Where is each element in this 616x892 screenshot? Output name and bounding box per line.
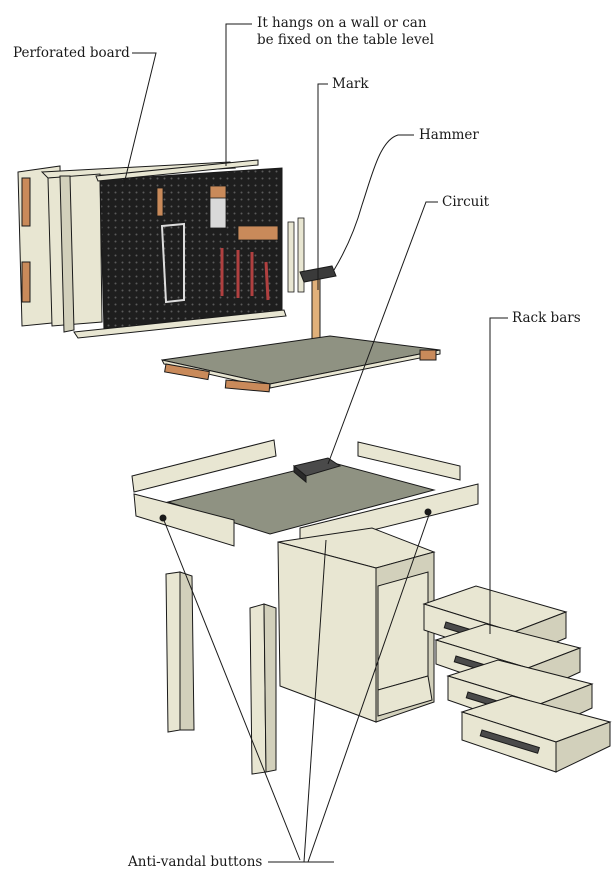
clamp-2 bbox=[297, 217, 305, 293]
hacksaw-frame bbox=[160, 222, 185, 304]
wood-block-2 bbox=[21, 261, 31, 303]
saw-handle bbox=[209, 185, 227, 199]
cabinet bbox=[277, 527, 436, 723]
leg-left bbox=[165, 571, 181, 733]
label-circuit: Circuit bbox=[442, 194, 490, 210]
label-mark: Mark bbox=[332, 76, 369, 92]
leg-mid bbox=[249, 603, 267, 775]
leader-button-2 bbox=[303, 539, 327, 863]
tools-on-board bbox=[156, 185, 305, 304]
leader-button-3 bbox=[307, 511, 431, 863]
back-panel-2 bbox=[40, 161, 237, 179]
cabinet-front bbox=[277, 541, 377, 723]
chisel-handle bbox=[156, 187, 164, 217]
drawer-4 bbox=[460, 695, 612, 773]
plate-foot-3 bbox=[419, 349, 437, 361]
perforated-board bbox=[99, 167, 283, 331]
frame-strip bbox=[59, 175, 75, 333]
label-hammer: Hammer bbox=[419, 127, 479, 143]
circuit-plate bbox=[161, 335, 441, 393]
work-mat bbox=[166, 461, 436, 535]
table-top bbox=[131, 439, 479, 549]
leader-circuit bbox=[327, 201, 438, 465]
label-anti-vandal-buttons: Anti-vandal buttons bbox=[128, 854, 263, 870]
cabinet-bottom-shelf bbox=[377, 675, 433, 717]
label-rack-bars: Rack bars bbox=[512, 310, 581, 326]
leader-hammer bbox=[333, 134, 414, 271]
back-rail-left bbox=[131, 439, 277, 493]
leader-button-1 bbox=[162, 517, 301, 861]
label-wall-mount-line2: be fixed on the table level bbox=[257, 32, 434, 48]
drawers bbox=[422, 585, 612, 773]
leader-lines bbox=[123, 23, 508, 863]
leader-perforated-board bbox=[123, 52, 157, 185]
tool-rack-wood bbox=[237, 225, 279, 241]
leader-wall-mount bbox=[225, 23, 252, 166]
perforated-board-assembly bbox=[17, 159, 287, 339]
label-wall-mount-line1: It hangs on a wall or can bbox=[257, 15, 427, 31]
top-rail bbox=[95, 159, 259, 182]
leader-rack-bars bbox=[489, 317, 508, 634]
frame-panel bbox=[47, 173, 103, 327]
leader-mark bbox=[317, 83, 328, 290]
bottom-rail bbox=[73, 309, 287, 339]
clamp bbox=[287, 221, 295, 293]
plate-foot bbox=[164, 363, 210, 381]
label-perforated-board: Perforated board bbox=[13, 45, 130, 61]
anti-vandal-button-3 bbox=[424, 508, 432, 516]
front-rail-left bbox=[133, 493, 235, 547]
back-rail-right bbox=[357, 441, 461, 481]
leg-left-side bbox=[179, 571, 195, 731]
wood-block bbox=[21, 177, 31, 227]
hammer-handle bbox=[311, 275, 321, 343]
pliers bbox=[264, 261, 270, 301]
legs bbox=[165, 571, 277, 775]
plate-foot-2 bbox=[224, 379, 271, 393]
leg-mid-side bbox=[263, 603, 277, 773]
circuit-box-side bbox=[293, 464, 307, 484]
